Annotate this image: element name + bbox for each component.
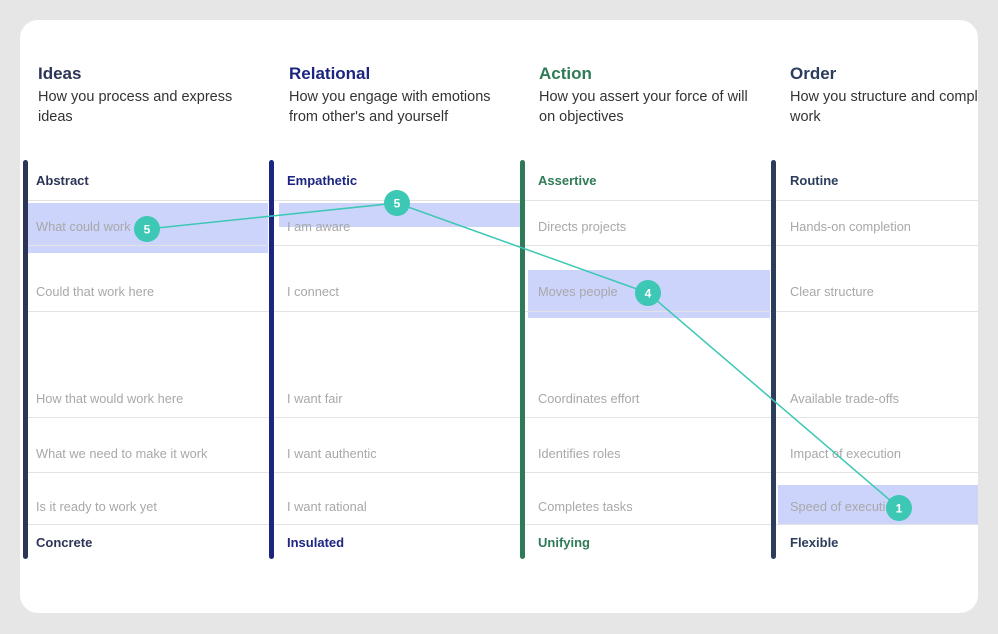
row-divider	[28, 245, 978, 246]
list-item[interactable]: What could work	[36, 219, 131, 234]
bottom-label-order: Flexible	[790, 535, 839, 550]
top-label-order: Routine	[790, 173, 839, 188]
list-item[interactable]: Available trade-offs	[790, 391, 900, 406]
row-divider	[28, 200, 978, 201]
list-item[interactable]: I want rational	[287, 499, 367, 514]
list-item[interactable]: Is it ready to work yet	[36, 499, 157, 514]
score-badge-ideas: 5	[134, 216, 160, 242]
column-bar-relational	[269, 160, 274, 559]
score-badge-value: 1	[896, 502, 903, 516]
list-item[interactable]: I am aware	[287, 219, 351, 234]
score-badge-value: 5	[394, 197, 401, 211]
list-item[interactable]: Directs projects	[538, 219, 627, 234]
column-header-action: Action How you assert your force of will…	[539, 64, 759, 127]
score-badge-action: 4	[635, 280, 661, 306]
row-divider	[28, 311, 978, 312]
top-label-action: Assertive	[538, 173, 597, 188]
score-connector-line	[146, 202, 900, 509]
profile-card: Ideas How you process and express ideas …	[20, 20, 978, 613]
list-item[interactable]: Clear structure	[790, 284, 874, 299]
bottom-label-action: Unifying	[538, 535, 590, 550]
score-badge-value: 5	[144, 223, 151, 237]
list-item[interactable]: Identifies roles	[538, 446, 621, 461]
row-divider	[28, 472, 978, 473]
list-item[interactable]: I want fair	[287, 391, 343, 406]
column-description: How you engage with emotions from other'…	[289, 89, 491, 125]
list-item[interactable]: Could that work here	[36, 284, 155, 299]
column-title: Order	[790, 64, 837, 83]
column-header-order: Order How you structure and complete wor…	[790, 64, 978, 127]
list-item[interactable]: Speed of execution	[790, 499, 900, 514]
selected-row-highlight-order	[778, 485, 978, 525]
list-item[interactable]: I want authentic	[287, 446, 377, 461]
row-divider	[28, 417, 978, 418]
list-item[interactable]: Coordinates effort	[538, 391, 640, 406]
list-item[interactable]: Completes tasks	[538, 499, 633, 514]
column-description: How you structure and complete work	[790, 89, 978, 125]
column-description: How you process and express ideas	[38, 89, 233, 125]
score-connector-overlay: 5 5 4 1	[134, 190, 912, 521]
list-item[interactable]: Impact of execution	[790, 446, 901, 461]
top-label-ideas: Abstract	[36, 173, 89, 188]
score-badge-order: 1	[886, 495, 912, 521]
score-badge-value: 4	[645, 287, 652, 301]
bottom-label-relational: Insulated	[287, 535, 345, 550]
bottom-label-ideas: Concrete	[36, 535, 93, 550]
top-label-relational: Empathetic	[287, 173, 358, 188]
column-title: Ideas	[38, 64, 82, 83]
list-item[interactable]: I connect	[287, 284, 339, 299]
column-bar-ideas	[23, 160, 28, 559]
score-badge-relational: 5	[384, 190, 410, 216]
column-header-ideas: Ideas How you process and express ideas	[38, 64, 258, 127]
list-item[interactable]: Moves people	[538, 284, 618, 299]
column-bar-order	[771, 160, 776, 559]
list-item[interactable]: Hands-on completion	[790, 219, 911, 234]
row-divider	[28, 524, 978, 525]
column-bar-action	[520, 160, 525, 559]
list-item[interactable]: What we need to make it work	[36, 446, 208, 461]
column-description: How you assert your force of will on obj…	[539, 89, 748, 125]
list-item[interactable]: How that would work here	[36, 391, 184, 406]
column-title: Action	[539, 64, 592, 83]
column-header-relational: Relational How you engage with emotions …	[289, 64, 509, 127]
column-title: Relational	[289, 64, 371, 83]
